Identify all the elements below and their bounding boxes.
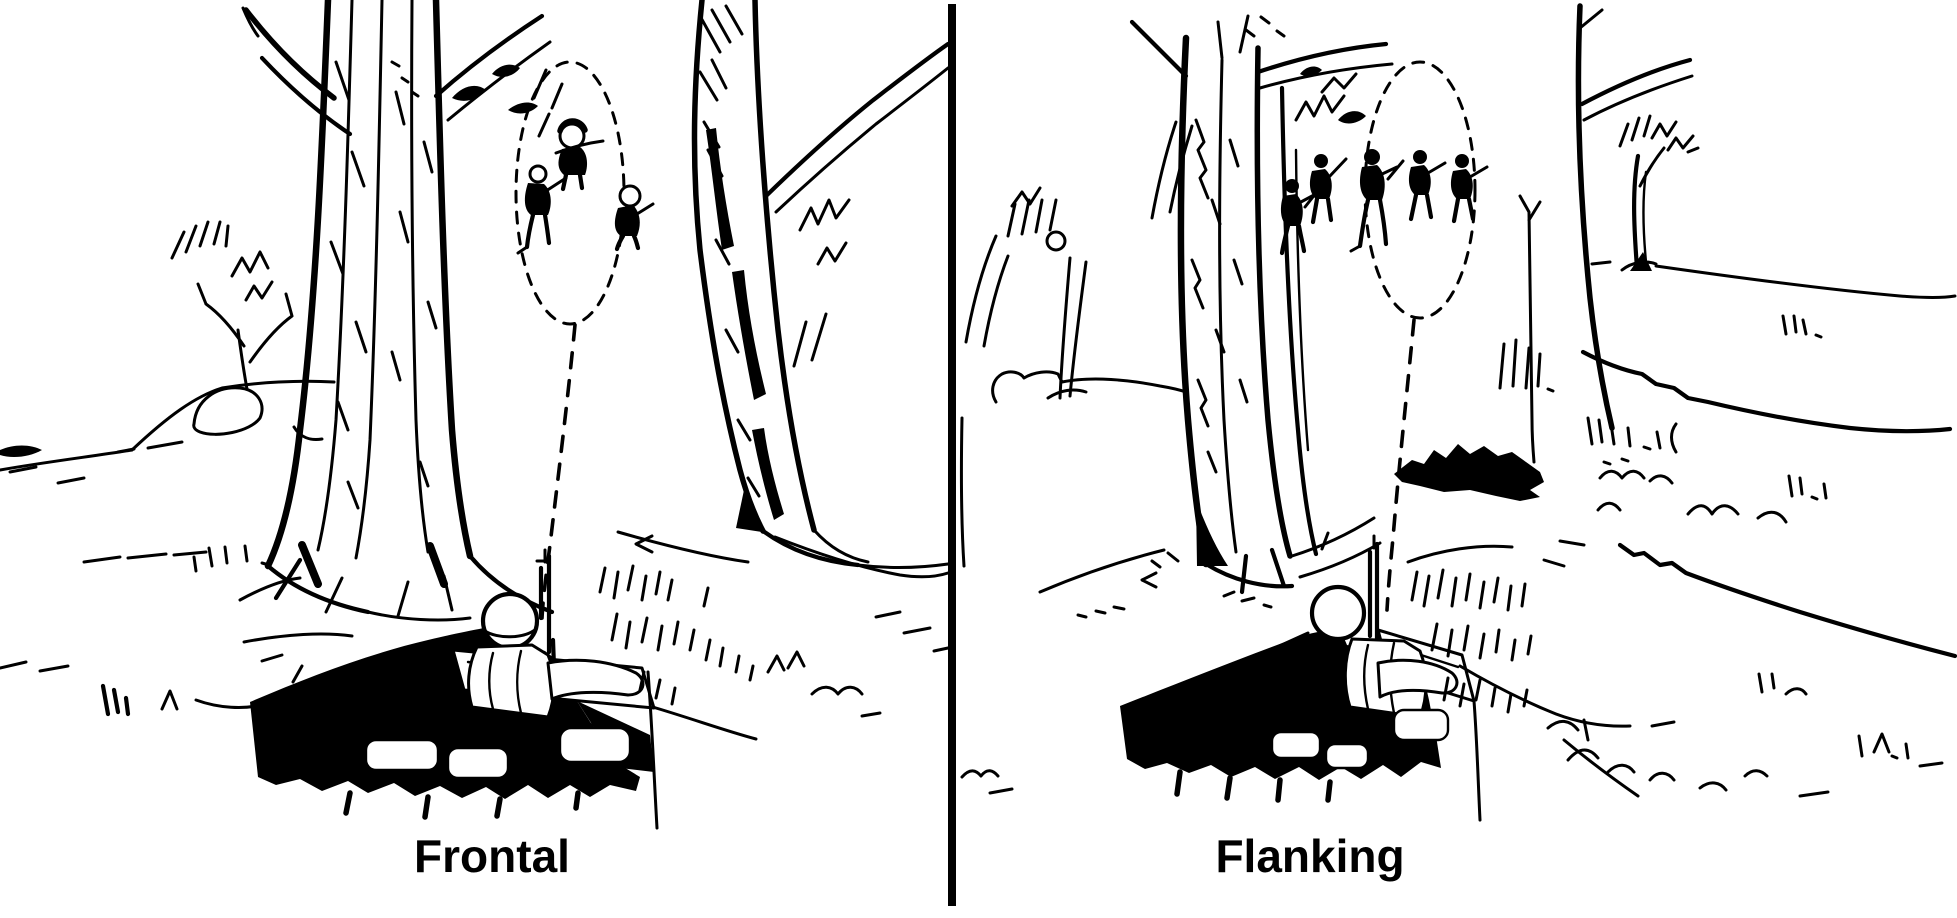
- background-sapling-flanking: [1518, 194, 1542, 464]
- caption-flanking: Flanking: [1215, 830, 1404, 882]
- tree-large-left: [238, 0, 564, 622]
- grass-tufts-flanking: [1498, 314, 1957, 798]
- dark-bush: [1394, 444, 1544, 501]
- grass-mound-flanking: [1406, 544, 1676, 742]
- enemy-squad-frontal: [516, 118, 655, 255]
- sandbag: [446, 746, 510, 780]
- foxhole-defender-frontal: [250, 548, 659, 830]
- scribble-tree-left-flanking: [959, 120, 1194, 568]
- panel-flanking: Flanking: [959, 3, 1957, 882]
- bush-sapling-left: [170, 220, 294, 416]
- enemy-soldier: [614, 184, 655, 252]
- grass-frontal: [598, 534, 864, 706]
- enemy-soldier: [516, 164, 568, 255]
- panel-divider: [948, 4, 956, 906]
- sight-line-flanking: [1385, 318, 1416, 612]
- caption-frontal: Frontal: [414, 830, 570, 882]
- arm: [1376, 658, 1459, 699]
- enemy-soldier: [1450, 154, 1489, 224]
- sandbag: [364, 738, 440, 772]
- shoulders: [467, 643, 556, 719]
- helmet: [1309, 584, 1367, 642]
- sandbag: [1270, 730, 1322, 760]
- sandbag: [1324, 742, 1370, 770]
- sandbag: [1392, 708, 1450, 742]
- tree-right-flanking: [1575, 3, 1957, 434]
- enemy-soldier: [554, 118, 605, 192]
- arm: [546, 658, 645, 701]
- panel-frontal: Frontal: [0, 0, 951, 882]
- sandbag: [558, 726, 632, 764]
- tree-large-flanking: [1129, 14, 1394, 609]
- foxhole-shadow: [250, 624, 640, 799]
- enemy-squad-flanking: [1279, 149, 1489, 256]
- enemy-soldier: [1349, 149, 1405, 253]
- sight-line-frontal: [540, 323, 577, 620]
- foxhole-defender-flanking: [960, 534, 1482, 822]
- enemy-soldier: [1279, 179, 1322, 256]
- enemy-soldier: [1309, 154, 1348, 225]
- tree-right-pair-frontal: [691, 0, 951, 570]
- helmet: [480, 591, 540, 651]
- enemy-soldier: [1408, 150, 1447, 222]
